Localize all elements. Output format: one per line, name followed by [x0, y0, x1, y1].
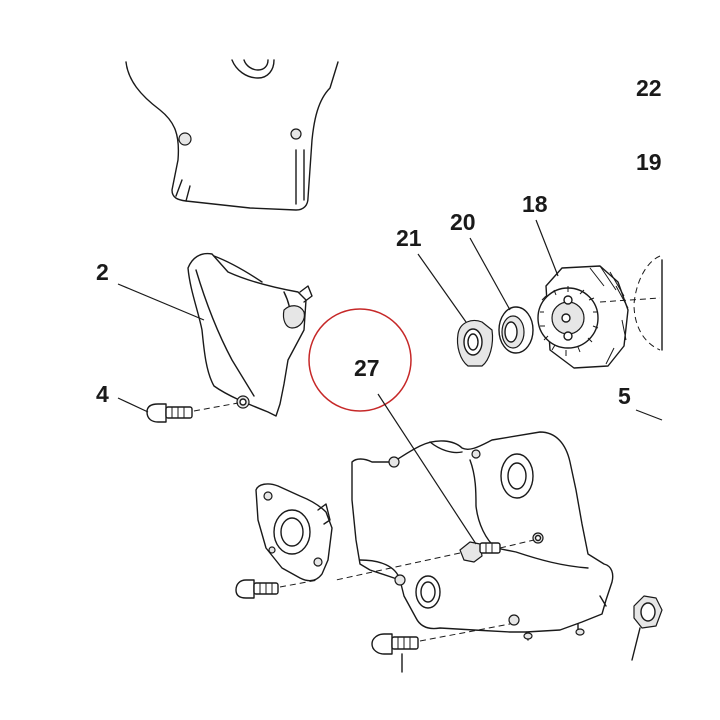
- callout-22: 22: [636, 75, 662, 101]
- part-4-bolt: [146, 402, 239, 423]
- lower-left-bolt: [235, 579, 319, 599]
- part-18-leader: [535, 219, 559, 277]
- callout-2: 2: [96, 259, 109, 285]
- partial-pulley-right: [633, 255, 663, 351]
- part-2-leader: [117, 283, 205, 321]
- part-4-leader: [117, 397, 149, 413]
- part-27-stud: [335, 539, 535, 581]
- part-21-leader: [417, 253, 467, 323]
- partial-nut-bottom-right: [631, 595, 663, 661]
- part-21-nut: [456, 319, 494, 367]
- lower-timing-cover: [351, 431, 614, 641]
- callout-4: 4: [96, 381, 109, 407]
- part-20-leader: [469, 237, 511, 311]
- part-27-highlight-circle: [308, 308, 412, 412]
- callout-21: 21: [396, 225, 422, 251]
- part-18-sprocket: [537, 265, 661, 369]
- callout-18: 18: [522, 191, 548, 217]
- callout-27: 27: [354, 355, 380, 381]
- upper-timing-cover: [125, 59, 339, 211]
- gasket-plate: [255, 483, 333, 582]
- callout-20: 20: [450, 209, 476, 235]
- part-20-washer: [498, 306, 534, 354]
- part-5-leader: [635, 409, 663, 421]
- part-2-inner-cover: [187, 252, 313, 417]
- callout-5: 5: [618, 383, 631, 409]
- callout-19: 19: [636, 149, 662, 175]
- part-27-leader: [377, 393, 477, 545]
- bottom-bolt: [371, 623, 511, 673]
